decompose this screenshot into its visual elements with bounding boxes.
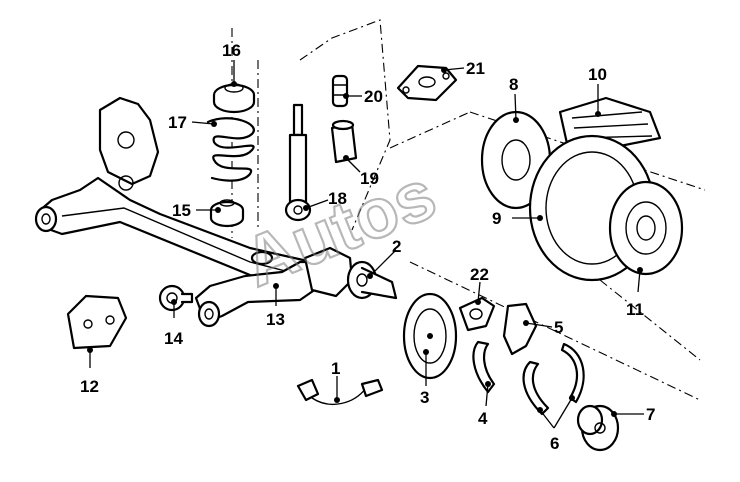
callout-13: 13 xyxy=(266,283,285,329)
callout-15: 15 xyxy=(172,201,221,220)
callout-5: 5 xyxy=(523,318,563,337)
callout-number: 7 xyxy=(646,405,655,424)
callout-number: 13 xyxy=(266,310,285,329)
callout-2: 2 xyxy=(367,237,401,279)
callout-11: 11 xyxy=(626,267,644,319)
coil-spring-assembly xyxy=(206,83,256,228)
callout-number: 5 xyxy=(554,318,563,337)
callout-number: 16 xyxy=(222,41,241,60)
bump-stop xyxy=(330,74,358,164)
callout-4: 4 xyxy=(478,381,491,428)
callout-22: 22 xyxy=(470,265,489,305)
callout-number: 15 xyxy=(172,201,191,220)
axle-bush xyxy=(158,284,194,312)
callout-16: 16 xyxy=(222,41,241,87)
callout-18: 18 xyxy=(303,189,347,211)
callout-14: 14 xyxy=(164,299,183,348)
callout-number: 10 xyxy=(588,65,607,84)
top-mount-plate xyxy=(396,64,458,102)
brake-hose xyxy=(296,378,384,405)
callout-9: 9 xyxy=(492,209,543,228)
callout-7: 7 xyxy=(611,405,655,424)
callout-10: 10 xyxy=(588,65,607,117)
callout-17: 17 xyxy=(168,113,217,132)
callout-number: 6 xyxy=(550,434,559,453)
callout-number: 22 xyxy=(470,265,489,284)
mounting-bracket xyxy=(66,294,128,350)
callout-6: 6 xyxy=(537,395,575,453)
callout-number: 3 xyxy=(420,388,429,407)
shock-absorber xyxy=(284,103,312,222)
callout-number: 19 xyxy=(360,169,379,188)
wheel-and-tyre xyxy=(480,96,684,282)
callout-20: 20 xyxy=(343,87,383,106)
callout-12: 12 xyxy=(80,347,99,396)
callout-number: 14 xyxy=(164,329,183,348)
brake-shoes xyxy=(472,302,585,416)
callout-number: 12 xyxy=(80,377,99,396)
callout-8: 8 xyxy=(509,75,519,123)
callout-number: 9 xyxy=(492,209,501,228)
brake-backing-plate xyxy=(402,292,458,380)
stub-axle xyxy=(346,260,398,300)
callout-number: 4 xyxy=(478,409,488,428)
callout-19: 19 xyxy=(343,155,379,188)
callout-number: 11 xyxy=(626,300,644,319)
callout-number: 21 xyxy=(466,59,485,78)
callout-3: 3 xyxy=(420,349,429,407)
callout-number: 1 xyxy=(331,359,340,378)
callout-1: 1 xyxy=(331,359,340,403)
callout-number: 17 xyxy=(168,113,187,132)
callout-number: 8 xyxy=(509,75,518,94)
wheel-hub xyxy=(576,404,620,452)
callout-21: 21 xyxy=(441,59,485,78)
rear-axle-beam xyxy=(34,96,354,328)
callout-number: 18 xyxy=(328,189,347,208)
callout-number: 20 xyxy=(364,87,383,106)
callout-number: 2 xyxy=(392,237,401,256)
